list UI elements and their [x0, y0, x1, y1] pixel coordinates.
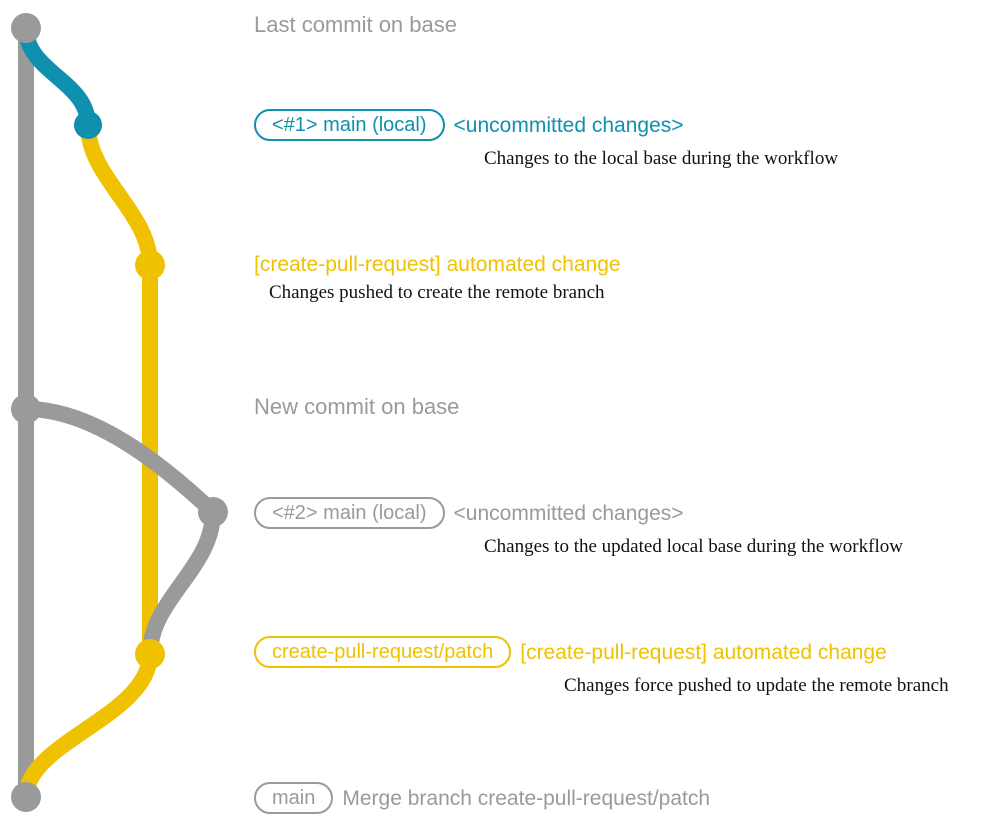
- ref-badge-patch-branch[interactable]: create-pull-request/patch: [254, 636, 512, 668]
- commit-subject-merge: Merge branch create-pull-request/patch: [342, 786, 711, 810]
- commit-row-patch-1: [create-pull-request] automated change C…: [254, 254, 621, 304]
- commit-subject-patch-1: [create-pull-request] automated change: [254, 253, 621, 276]
- last-commit-label: Last commit on base: [254, 12, 457, 37]
- commit-row-local-1: <#1> main (local) <uncommitted changes> …: [254, 109, 838, 170]
- ref-badge-main[interactable]: main: [254, 782, 334, 814]
- commit-note-patch-2: Changes force pushed to update the remot…: [564, 675, 949, 696]
- commit-row-local-2: <#2> main (local) <uncommitted changes> …: [254, 497, 903, 558]
- commit-row-base-new: New commit on base: [254, 396, 459, 418]
- ref-badge-local-2[interactable]: <#2> main (local): [254, 497, 445, 529]
- ref-badge-local-1[interactable]: <#1> main (local): [254, 109, 445, 141]
- commit-subject-local-2: <uncommitted changes>: [453, 501, 684, 525]
- commit-note-patch-1: Changes pushed to create the remote bran…: [269, 282, 605, 303]
- commit-subject-patch-2: [create-pull-request] automated change: [520, 640, 887, 664]
- commit-row-merge: main Merge branch create-pull-request/pa…: [254, 782, 710, 814]
- commit-note-local-2: Changes to the updated local base during…: [484, 536, 903, 557]
- commit-note-local-1: Changes to the local base during the wor…: [484, 148, 839, 169]
- commit-row-patch-2: create-pull-request/patch [create-pull-r…: [254, 636, 949, 697]
- commit-subject-local-1: <uncommitted changes>: [453, 113, 684, 137]
- new-commit-label: New commit on base: [254, 394, 460, 419]
- commit-row-last-commit: Last commit on base: [254, 14, 457, 36]
